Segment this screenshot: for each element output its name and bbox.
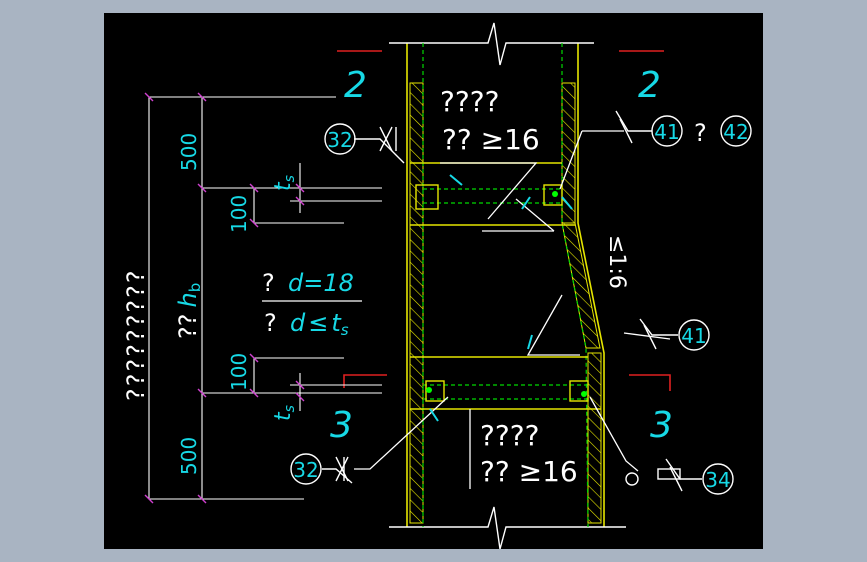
- callout-weld-top-right-a: 41: [651, 115, 683, 147]
- section-marks: [337, 50, 671, 391]
- dim-bottom-500: 500: [177, 437, 201, 475]
- svg-text:41: 41: [681, 324, 706, 348]
- note-bottom-line1: ????: [480, 419, 539, 452]
- bolt-spec-note: ? d=18 ? d≤ts: [262, 269, 362, 339]
- callout-weld-bottom-left: 32: [290, 453, 322, 485]
- dim-top-500: 500: [177, 133, 201, 171]
- top-break-line: [389, 22, 594, 66]
- dim-hb: ??hb: [174, 283, 204, 339]
- dimension-ticks: [144, 92, 305, 504]
- note-top-line1: ????: [440, 85, 499, 118]
- section-label-bottom-right: 3: [650, 405, 673, 446]
- drawing-canvas: 2 2 3 3 500 100 100 500: [104, 13, 763, 549]
- leader-lines: [354, 130, 671, 489]
- svg-text:42: 42: [723, 120, 748, 144]
- leader-arrows: [429, 174, 573, 422]
- svg-text:32: 32: [327, 128, 352, 152]
- dim-top-100: 100: [227, 195, 251, 233]
- slope-note: ≤1:6: [604, 235, 629, 289]
- bottom-break-line: [389, 506, 626, 549]
- weld-symbols: [322, 110, 702, 492]
- callout-right-question: ?: [694, 119, 707, 147]
- cad-drawing: 2 2 3 3 500 100 100 500: [122, 22, 752, 549]
- svg-text:d≤ts: d≤ts: [290, 309, 349, 339]
- callout-weld-bottom-right: 34: [702, 463, 734, 495]
- callout-weld-top-left: 32: [324, 123, 356, 155]
- dim-bottom-100: 100: [227, 353, 251, 391]
- dim-ts-bottom: ts: [271, 405, 298, 421]
- left-vertical-note: ?????????: [122, 268, 150, 401]
- column-outline: [406, 43, 605, 527]
- note-top-line2: ?? ≥16: [442, 123, 540, 156]
- svg-text:d=18: d=18: [288, 269, 354, 297]
- section-label-bottom-left: 3: [330, 405, 353, 446]
- dim-ts-top: ts: [271, 175, 298, 191]
- svg-text:34: 34: [705, 468, 730, 492]
- svg-text:?: ?: [264, 309, 277, 337]
- svg-text:32: 32: [293, 458, 318, 482]
- weld-dots: [426, 191, 587, 397]
- section-label-top-left: 2: [344, 65, 367, 106]
- inner-dashed-lines: [422, 43, 589, 528]
- callout-weld-mid-right: 41: [678, 319, 710, 351]
- svg-text:?: ?: [262, 269, 275, 297]
- svg-text:41: 41: [654, 120, 679, 144]
- dimension-lines: [148, 96, 382, 500]
- note-bottom-line2: ?? ≥16: [480, 455, 578, 488]
- callout-weld-top-right-b: 42: [720, 115, 752, 147]
- section-label-top-right: 2: [638, 65, 661, 106]
